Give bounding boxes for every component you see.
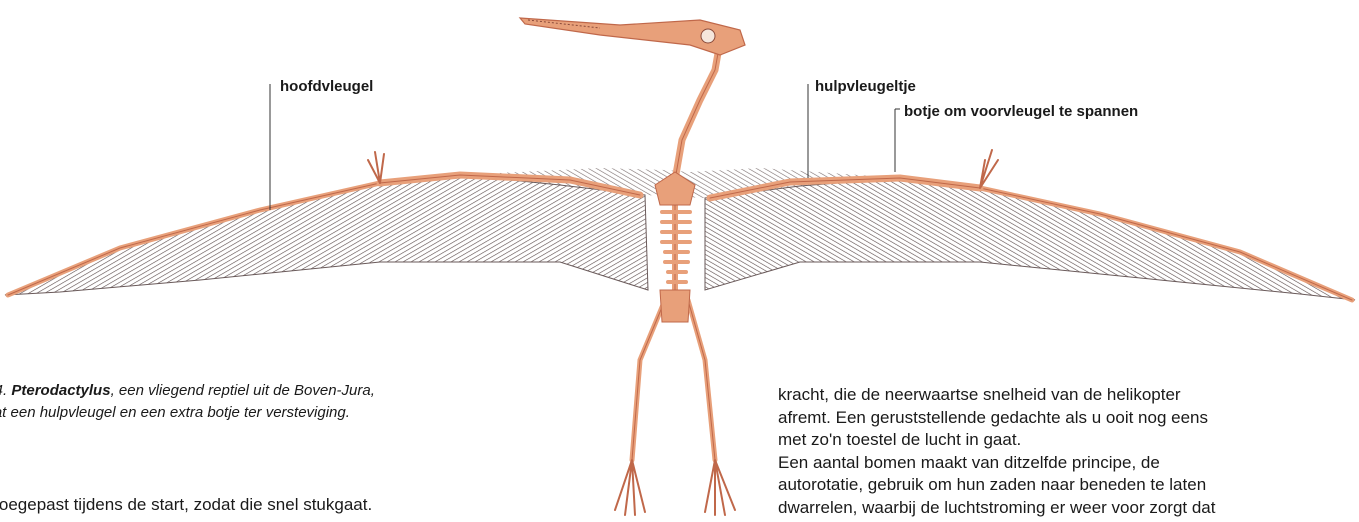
caption-figure-number: b. 4. <box>0 382 11 399</box>
body-text-left: n toegepast tijdens de start, zodat die … <box>0 495 372 515</box>
caption-line-1: b. 4. Pterodactylus, een vliegend reptie… <box>0 380 378 402</box>
body-line: met zo'n toestel de lucht in gaat. <box>778 429 1359 452</box>
right-foot <box>705 460 735 515</box>
left-foot <box>615 460 645 515</box>
right-hand-claws <box>980 150 998 188</box>
pelvis <box>660 290 690 322</box>
right-leg-bone <box>688 300 715 460</box>
left-leg-bone <box>632 300 665 460</box>
left-hand-claws <box>368 152 384 183</box>
figure-caption: b. 4. Pterodactylus, een vliegend reptie… <box>0 380 378 424</box>
body-text-right: kracht, die de neerwaartse snelheid van … <box>778 384 1359 519</box>
eye <box>701 29 715 43</box>
body-line: afremt. Een geruststellende gedachte als… <box>778 407 1359 430</box>
body-line: autorotatie, gebruik om hun zaden naar b… <box>778 474 1359 497</box>
bone-label: botje om voorvleugel te spannen <box>904 103 1138 120</box>
body-line: Een aantal bomen maakt van ditzelfde pri… <box>778 452 1359 475</box>
main-wing-label: hoofdvleugel <box>280 78 373 95</box>
body-line: dwarrelen, waarbij de luchtstroming er w… <box>778 497 1359 520</box>
body-line: kracht, die de neerwaartse snelheid van … <box>778 384 1359 407</box>
neck-bone <box>675 42 720 180</box>
caption-line-1-rest: , een vliegend reptiel uit de Boven-Jura… <box>111 382 375 399</box>
bone-leader <box>895 109 900 172</box>
caption-species: Pterodactylus <box>11 382 110 399</box>
caption-line-2: ezat een hulpvleugel en een extra botje … <box>0 402 378 424</box>
aux-wing-label: hulpvleugeltje <box>815 78 916 95</box>
